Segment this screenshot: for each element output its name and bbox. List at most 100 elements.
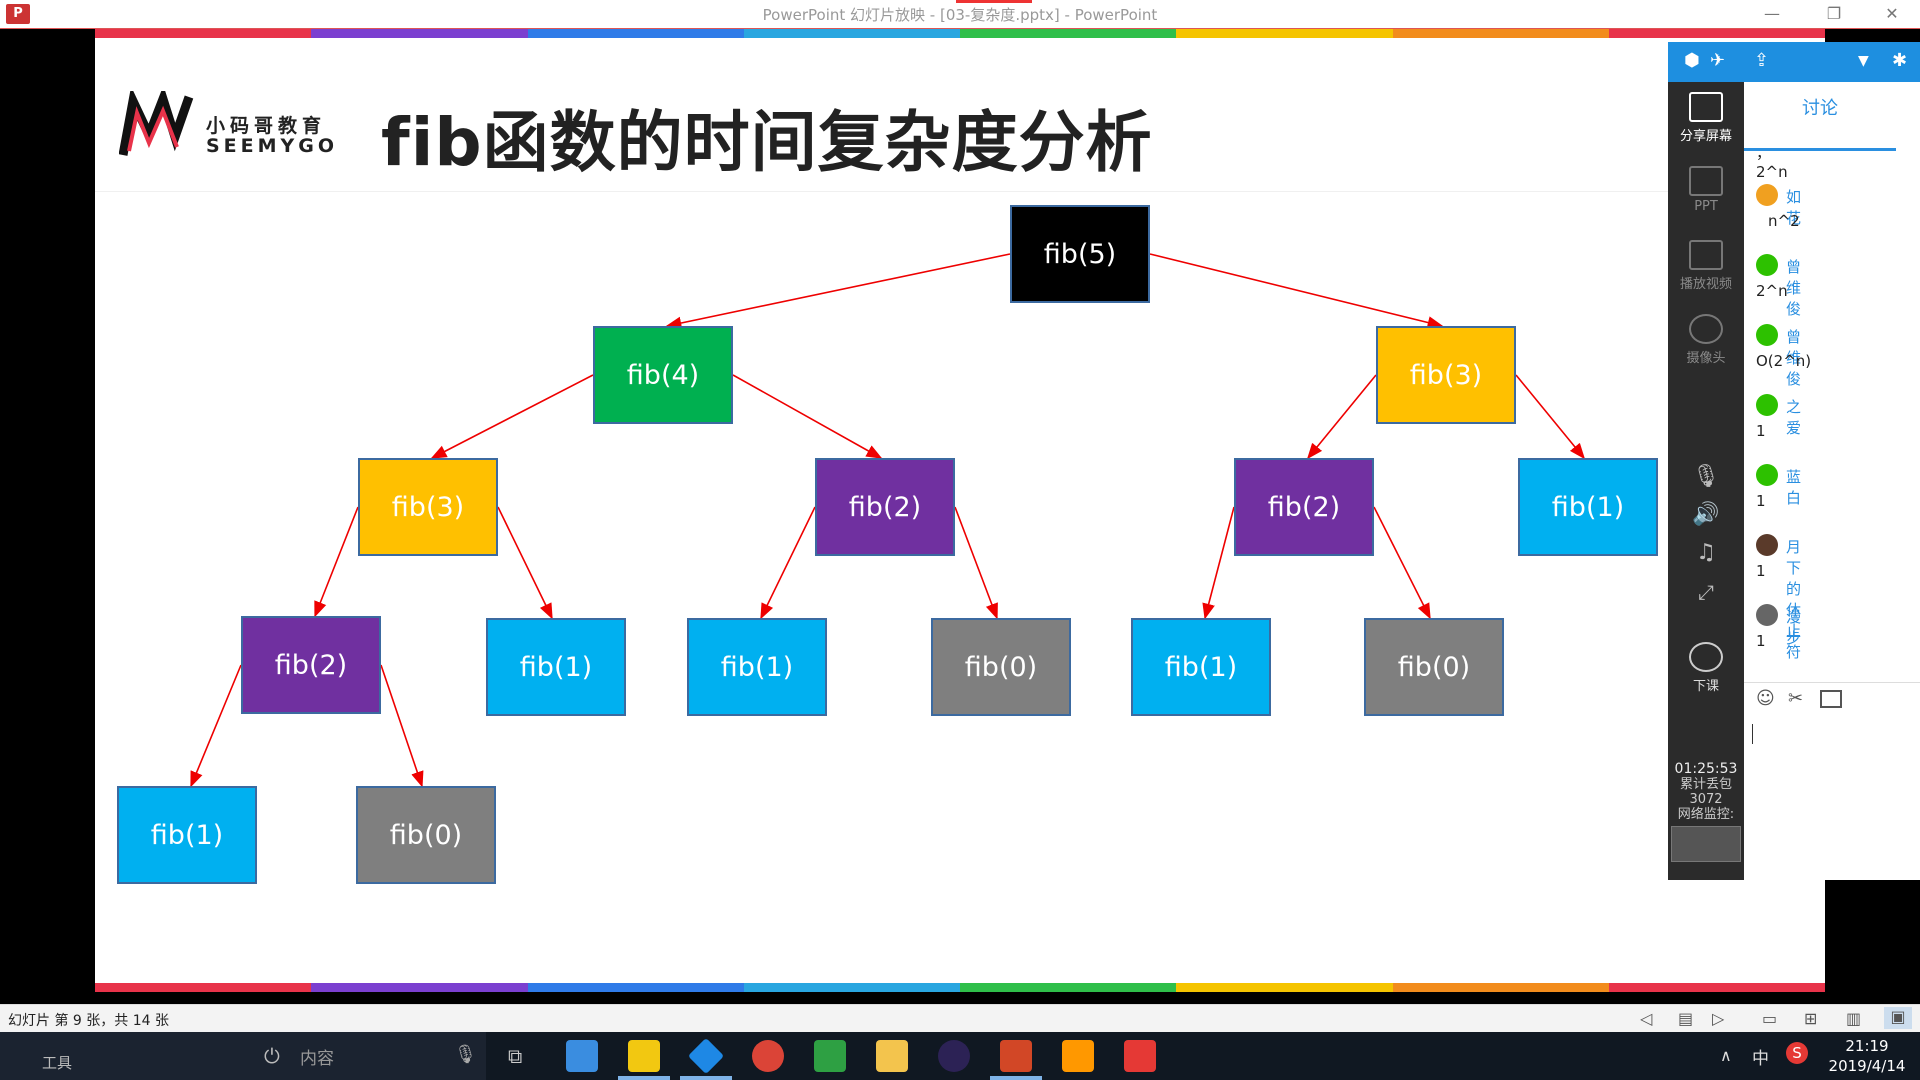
chat-message-text: 1: [1756, 562, 1766, 580]
powerpoint-icon[interactable]: [1000, 1040, 1032, 1072]
clock-time: 21:19: [1845, 1037, 1889, 1055]
scissors-icon[interactable]: ✂: [1788, 688, 1804, 709]
tree-edge-n3-n7: [1515, 374, 1586, 460]
slide: 小码哥教育 SEEMYGO fib函数的时间复杂度分析 fib(5)fib(4)…: [95, 29, 1825, 992]
input-divider: [1744, 682, 1920, 683]
ime-indicator[interactable]: 中: [1752, 1049, 1769, 1069]
tree-edges: [190, 253, 1586, 788]
stripe-segment: [1608, 983, 1825, 992]
microphone-icon[interactable]: 🎙: [454, 1044, 477, 1065]
chat-sender-name[interactable]: 如花: [1786, 188, 1802, 227]
export-icon[interactable]: ⇪: [1754, 50, 1770, 71]
end-class-icon: [1689, 642, 1723, 672]
microphone-icon[interactable]: 🎙: [1692, 464, 1720, 489]
share-screen-button[interactable]: 分享屏幕: [1668, 92, 1744, 144]
speaker-icon[interactable]: 🔊: [1692, 502, 1720, 527]
prev-slide-icon[interactable]: ◁: [1640, 1009, 1653, 1028]
stripe-segment: [1176, 983, 1393, 992]
codeapp-icon[interactable]: [1124, 1040, 1156, 1072]
play-video-label: 播放视频: [1679, 277, 1732, 292]
stripe-segment: [95, 29, 312, 38]
clion-icon[interactable]: [814, 1040, 846, 1072]
tab-discussion[interactable]: 讨论: [1802, 98, 1838, 119]
file-explorer-icon[interactable]: [876, 1040, 908, 1072]
music-icon[interactable]: ♫: [1696, 540, 1716, 565]
fullscreen-icon[interactable]: ⤢: [1698, 580, 1714, 604]
active-indicator: [680, 1076, 732, 1080]
stripe-segment: [527, 983, 744, 992]
normal-view-icon[interactable]: ▭: [1762, 1009, 1778, 1028]
chevron-down-icon[interactable]: ▼: [1858, 53, 1869, 69]
task-view-icon[interactable]: ⧉: [508, 1044, 523, 1068]
end-class-button[interactable]: 下课: [1668, 642, 1744, 694]
window-titlebar: P PowerPoint 幻灯片放映 - [03-复杂度.pptx] - Pow…: [0, 0, 1920, 29]
play-video-icon: [1689, 240, 1723, 270]
emoji-icon[interactable]: ☺: [1756, 688, 1775, 709]
chat-message-text: n^2: [1768, 212, 1800, 230]
chat-sender-name[interactable]: 曾维俊: [1786, 258, 1802, 318]
menu-icon[interactable]: ▤: [1678, 1009, 1694, 1028]
image-icon[interactable]: [1820, 690, 1842, 708]
user-avatar[interactable]: [1756, 394, 1778, 416]
stripe-segment: [743, 29, 960, 38]
packet-loss-value: 3072: [1689, 792, 1723, 807]
ppt-icon: [1689, 166, 1723, 196]
chat-message-text: 2^n: [1756, 282, 1788, 300]
tree-node-n7: fib(1): [1518, 458, 1658, 556]
tree-edge-n4-n8: [314, 506, 359, 618]
tree-node-n4: fib(3): [358, 458, 498, 556]
sogou-ime-icon[interactable]: S: [1786, 1042, 1808, 1064]
chat-sender-name[interactable]: 月下的休止符: [1786, 538, 1802, 661]
tree-edge-n4-n9: [497, 506, 553, 620]
user-avatar[interactable]: [1756, 534, 1778, 556]
chat-input[interactable]: [1744, 718, 1920, 878]
chat-sender-name[interactable]: 蓝白: [1786, 468, 1802, 507]
chat-message-text: O(2^n): [1756, 352, 1812, 370]
tree-node-n15: fib(0): [356, 786, 496, 884]
pin-icon[interactable]: ✱: [1892, 50, 1908, 71]
user-avatar[interactable]: [1756, 254, 1778, 276]
monitor-app-icon[interactable]: [566, 1040, 598, 1072]
send-icon[interactable]: ✈: [1710, 50, 1726, 71]
user-avatar[interactable]: [1756, 324, 1778, 346]
ppt-button[interactable]: PPT: [1668, 166, 1744, 214]
slideshow-view-icon[interactable]: ▣: [1884, 1007, 1912, 1029]
tree-edge-n8-n14: [190, 664, 242, 788]
camera-label: 摄像头: [1686, 351, 1726, 366]
sorter-view-icon[interactable]: ⊞: [1804, 1009, 1818, 1028]
shield-icon[interactable]: ⬢: [1684, 50, 1700, 71]
stripe-segment: [311, 29, 528, 38]
logo-cn-text: 小码哥教育: [206, 115, 327, 137]
calendar-app-icon[interactable]: [628, 1040, 660, 1072]
stripe-segment: [960, 983, 1177, 992]
chat-message-text: ，2^n: [1756, 144, 1788, 181]
panel-sidebar: 分享屏幕 PPT 播放视频 摄像头 🎙 🔊 ♫ ⤢ 下课: [1668, 82, 1744, 880]
classroom-app-icon[interactable]: [687, 1037, 725, 1075]
restore-button[interactable]: ❐: [1826, 4, 1842, 23]
sublime-text-icon[interactable]: [1062, 1040, 1094, 1072]
reading-view-icon[interactable]: ▥: [1846, 1009, 1862, 1028]
tree-edge-n5-n10: [760, 506, 816, 620]
camera-button[interactable]: 摄像头: [1668, 314, 1744, 366]
powerpoint-app-icon[interactable]: P: [6, 4, 30, 24]
chevron-up-icon[interactable]: ∧: [1720, 1046, 1732, 1065]
chat-sender-name[interactable]: 漫步: [1786, 608, 1802, 647]
chrome-icon[interactable]: [752, 1040, 784, 1072]
minimize-button[interactable]: —: [1764, 4, 1780, 23]
user-avatar[interactable]: [1756, 184, 1778, 206]
cortana-search[interactable]: 内容 🎙: [290, 1032, 486, 1080]
eclipse-icon[interactable]: [938, 1040, 970, 1072]
close-button[interactable]: ✕: [1885, 4, 1899, 23]
tools-label[interactable]: 工具: [42, 1054, 73, 1072]
chat-sender-name[interactable]: 曾维俊: [1786, 328, 1802, 388]
color-stripe-top: [95, 29, 1825, 38]
tree-node-n14: fib(1): [117, 786, 257, 884]
user-avatar[interactable]: [1756, 464, 1778, 486]
play-video-button[interactable]: 播放视频: [1668, 240, 1744, 292]
system-clock[interactable]: 21:19 2019/4/14: [1818, 1036, 1916, 1076]
user-avatar[interactable]: [1756, 604, 1778, 626]
chat-sender-name[interactable]: 之爱: [1786, 398, 1802, 437]
share-screen-label: 分享屏幕: [1679, 129, 1732, 144]
next-slide-icon[interactable]: ▷: [1712, 1009, 1725, 1028]
power-icon[interactable]: ⏻: [264, 1044, 280, 1068]
